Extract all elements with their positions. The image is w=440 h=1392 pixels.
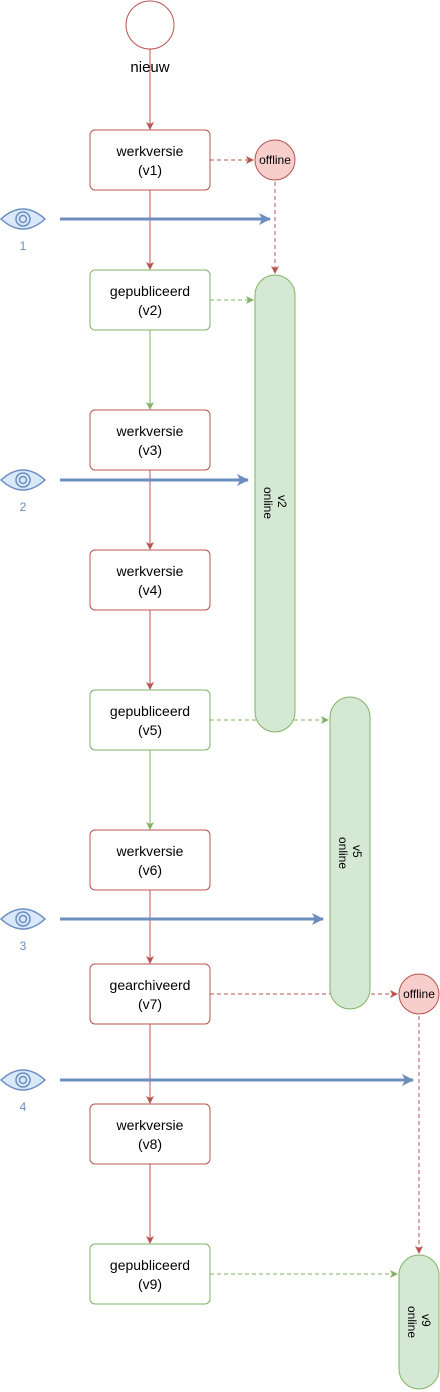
offline-node-2: offline bbox=[398, 973, 440, 1015]
start-node: nieuw bbox=[125, 0, 175, 76]
version-box-v1: werkversie (v1) bbox=[89, 129, 211, 191]
start-label: nieuw bbox=[130, 59, 169, 76]
offline-label: offline bbox=[403, 987, 435, 1001]
version-number: (v6) bbox=[138, 862, 162, 878]
version-status: gepubliceerd bbox=[110, 283, 190, 299]
version-box-v8: werkversie (v8) bbox=[89, 1103, 211, 1165]
version-status: werkversie bbox=[116, 423, 184, 439]
state-edges bbox=[210, 156, 423, 1278]
eye-icon bbox=[0, 208, 47, 230]
eye-icon bbox=[0, 1069, 47, 1091]
online-version-label: v5 bbox=[350, 845, 364, 858]
online-pill-v9: v9 online bbox=[398, 1254, 440, 1390]
version-status: werkversie bbox=[116, 563, 184, 579]
viewer-number: 3 bbox=[20, 939, 27, 953]
version-box-v3: werkversie (v3) bbox=[89, 409, 211, 471]
viewer-1: 1 bbox=[0, 208, 271, 253]
viewer-2: 2 bbox=[0, 469, 249, 514]
viewer-number: 1 bbox=[20, 239, 27, 253]
version-status: gearchiveerd bbox=[110, 977, 191, 993]
version-number: (v4) bbox=[138, 582, 162, 598]
svg-text:v2 online: v2 online bbox=[261, 487, 289, 519]
version-number: (v3) bbox=[138, 442, 162, 458]
version-number: (v8) bbox=[138, 1136, 162, 1152]
online-state-label: online bbox=[405, 1306, 419, 1338]
version-box-v9: gepubliceerd (v9) bbox=[89, 1243, 211, 1305]
offline-node-1: offline bbox=[254, 139, 296, 181]
online-state-label: online bbox=[336, 837, 350, 869]
viewer-number: 4 bbox=[20, 1100, 27, 1114]
online-version-label: v9 bbox=[419, 1314, 433, 1327]
online-state-label: online bbox=[261, 487, 275, 519]
version-status: werkversie bbox=[116, 143, 184, 159]
eye-icon bbox=[0, 469, 47, 491]
version-box-v6: werkversie (v6) bbox=[89, 829, 211, 891]
online-pill-v2: v2 online bbox=[254, 274, 296, 733]
version-number: (v5) bbox=[138, 722, 162, 738]
viewer-4: 4 bbox=[0, 1069, 414, 1114]
version-box-v5: gepubliceerd (v5) bbox=[89, 689, 211, 751]
offline-label: offline bbox=[259, 153, 291, 167]
version-box-v2: gepubliceerd (v2) bbox=[89, 269, 211, 331]
viewer-number: 2 bbox=[20, 500, 27, 514]
online-version-label: v2 bbox=[275, 495, 289, 508]
version-status: gepubliceerd bbox=[110, 703, 190, 719]
version-number: (v9) bbox=[138, 1276, 162, 1292]
version-status: werkversie bbox=[116, 1117, 184, 1133]
svg-text:v5 online: v5 online bbox=[336, 837, 364, 869]
version-box-v4: werkversie (v4) bbox=[89, 549, 211, 611]
version-status: gepubliceerd bbox=[110, 1257, 190, 1273]
online-pill-v5: v5 online bbox=[329, 696, 371, 1010]
version-status: werkversie bbox=[116, 843, 184, 859]
viewer-3: 3 bbox=[0, 908, 324, 953]
svg-text:v9 online: v9 online bbox=[405, 1306, 433, 1338]
version-box-v7: gearchiveerd (v7) bbox=[89, 963, 211, 1025]
version-number: (v2) bbox=[138, 302, 162, 318]
eye-icon bbox=[0, 908, 47, 930]
version-number: (v1) bbox=[138, 162, 162, 178]
version-number: (v7) bbox=[138, 996, 162, 1012]
